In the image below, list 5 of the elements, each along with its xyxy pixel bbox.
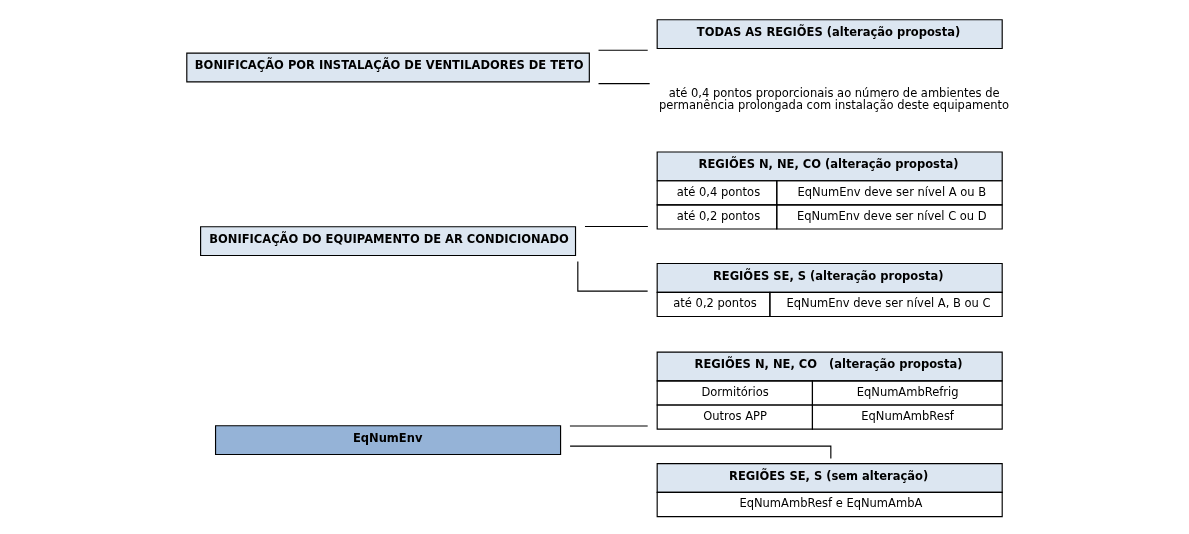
node-text: até 0,4 pontos proporcionais ao número de ambientes de permanência prolongada com instalação deste equipamento <box>658 85 1010 113</box>
connector <box>597 83 651 85</box>
connector <box>597 49 649 51</box>
connector <box>577 260 649 292</box>
connector <box>584 225 649 228</box>
